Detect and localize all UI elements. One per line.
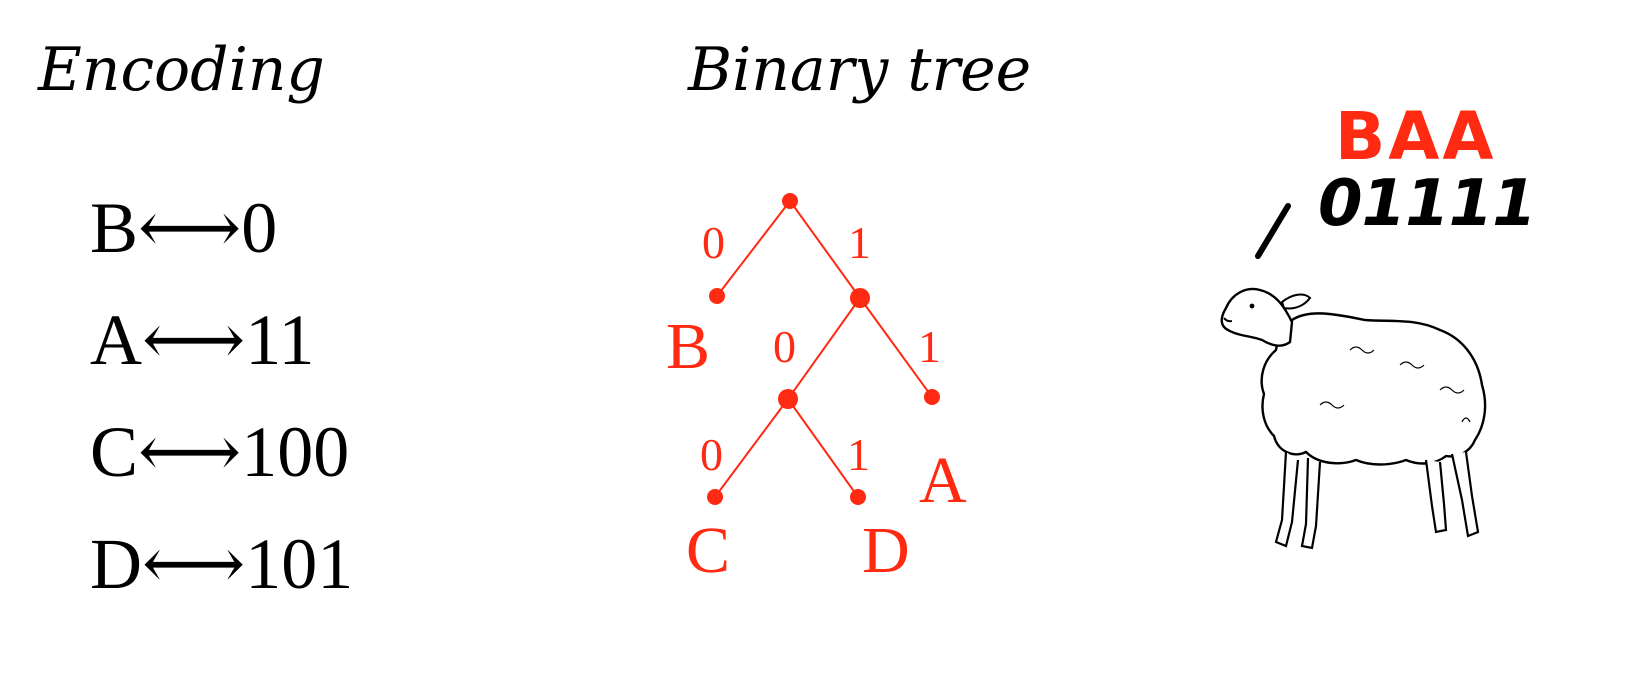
node-leaf-d (850, 489, 866, 505)
encoding-row-d: D⟷101 (90, 528, 353, 640)
leaf-label-c: C (686, 514, 730, 587)
leaf-label-d: D (862, 514, 910, 587)
bidirectional-arrow-icon: ⟷ (142, 300, 246, 380)
sheep-speech-bits: 01111 (1318, 167, 1537, 241)
edge-label-root-left: 0 (702, 217, 725, 268)
encoding-code: 100 (241, 412, 350, 492)
encoding-symbol: B (90, 188, 139, 268)
edge-root-left (716, 200, 791, 297)
edge-label-root-right: 1 (848, 217, 871, 268)
encoding-code: 11 (245, 300, 315, 380)
edge-n2-right (787, 398, 859, 498)
edge-n1-right (859, 297, 933, 398)
node-leaf-b (709, 288, 725, 304)
node-root (782, 193, 798, 209)
leaf-label-b: B (666, 310, 710, 383)
edge-n1-left (787, 297, 861, 400)
edge-label-n2-right: 1 (847, 429, 870, 480)
node-leaf-c (707, 489, 723, 505)
bidirectional-arrow-icon: ⟷ (138, 188, 242, 268)
sheep-speech-word: BAA (1335, 98, 1497, 175)
bidirectional-arrow-icon: ⟷ (138, 412, 242, 492)
encoding-symbol: C (90, 412, 139, 492)
leaf-label-a: A (919, 444, 967, 517)
encoding-row-b: B⟷0 (90, 192, 353, 304)
binary-tree-diagram: 0 1 0 1 0 1 B A C D (666, 193, 967, 587)
edge-label-n2-left: 0 (700, 429, 723, 480)
encoding-heading: Encoding (38, 35, 325, 105)
node-internal-1 (850, 288, 870, 308)
edge-n2-left (714, 398, 789, 498)
encoding-row-c: C⟷100 (90, 416, 353, 528)
sheep-illustration-icon (1220, 203, 1487, 550)
encoding-row-a: A⟷11 (90, 304, 353, 416)
edge-label-n1-left: 0 (773, 321, 796, 372)
binary-tree-heading: Binary tree (688, 35, 1032, 105)
encoding-code: 101 (245, 524, 354, 604)
node-leaf-a (924, 389, 940, 405)
encoding-table: B⟷0 A⟷11 C⟷100 D⟷101 (90, 192, 353, 640)
node-internal-2 (778, 389, 798, 409)
encoding-symbol: D (90, 524, 142, 604)
encoding-symbol: A (90, 300, 142, 380)
edge-label-n1-right: 1 (918, 321, 941, 372)
encoding-code: 0 (241, 188, 278, 268)
bidirectional-arrow-icon: ⟷ (142, 524, 246, 604)
edge-root-right (789, 200, 861, 299)
